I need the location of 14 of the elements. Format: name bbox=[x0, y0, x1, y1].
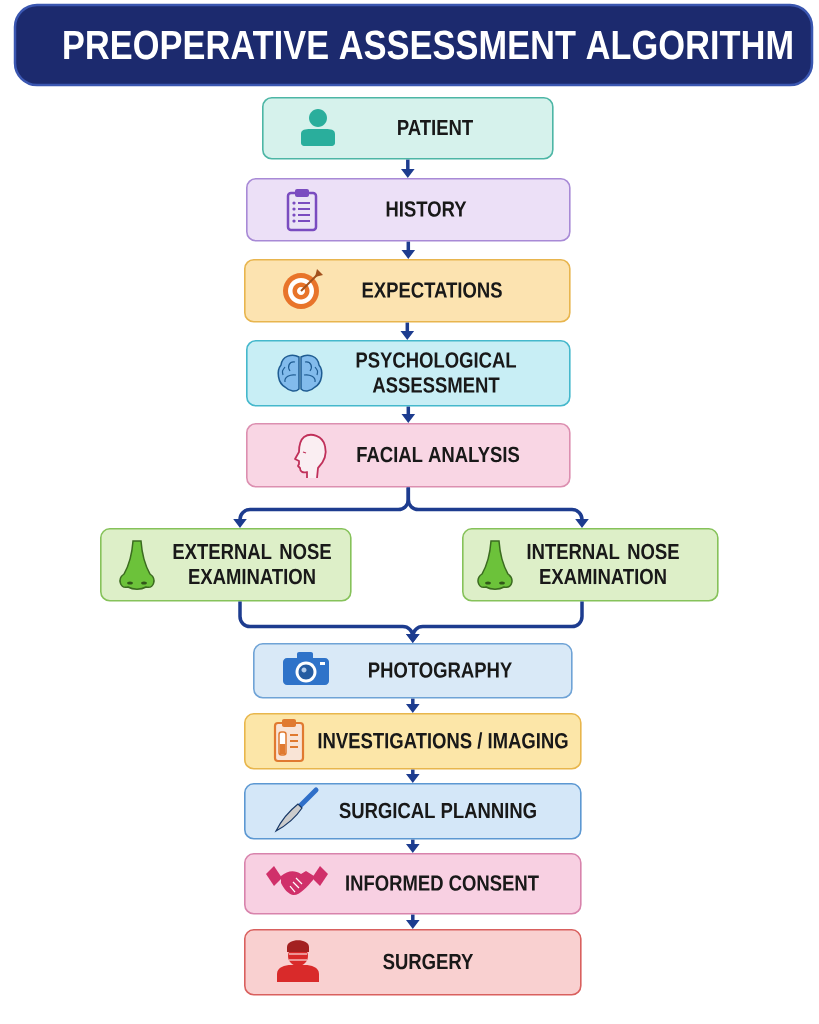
process-box: SURGERY bbox=[244, 929, 582, 996]
process-box: SURGICAL PLANNING bbox=[244, 783, 582, 840]
process-box: INVESTIGATIONS / IMAGING bbox=[244, 713, 582, 770]
process-box: INTERNAL NOSE EXAMINATION bbox=[462, 528, 719, 602]
process-box: PATIENT bbox=[262, 97, 554, 160]
process-box: FACIAL ANALYSIS bbox=[246, 423, 571, 488]
title-banner: PREOPERATIVE ASSESSMENT ALGORITHM bbox=[13, 3, 814, 87]
process-box: INFORMED CONSENT bbox=[244, 853, 582, 915]
process-box: EXTERNAL NOSE EXAMINATION bbox=[100, 528, 352, 602]
process-box: PSYCHOLOGICAL ASSESSMENT bbox=[246, 340, 571, 407]
process-box: EXPECTATIONS bbox=[244, 259, 571, 323]
process-box: PHOTOGRAPHY bbox=[253, 643, 573, 699]
process-box: HISTORY bbox=[246, 178, 571, 242]
arrow bbox=[406, 487, 589, 528]
